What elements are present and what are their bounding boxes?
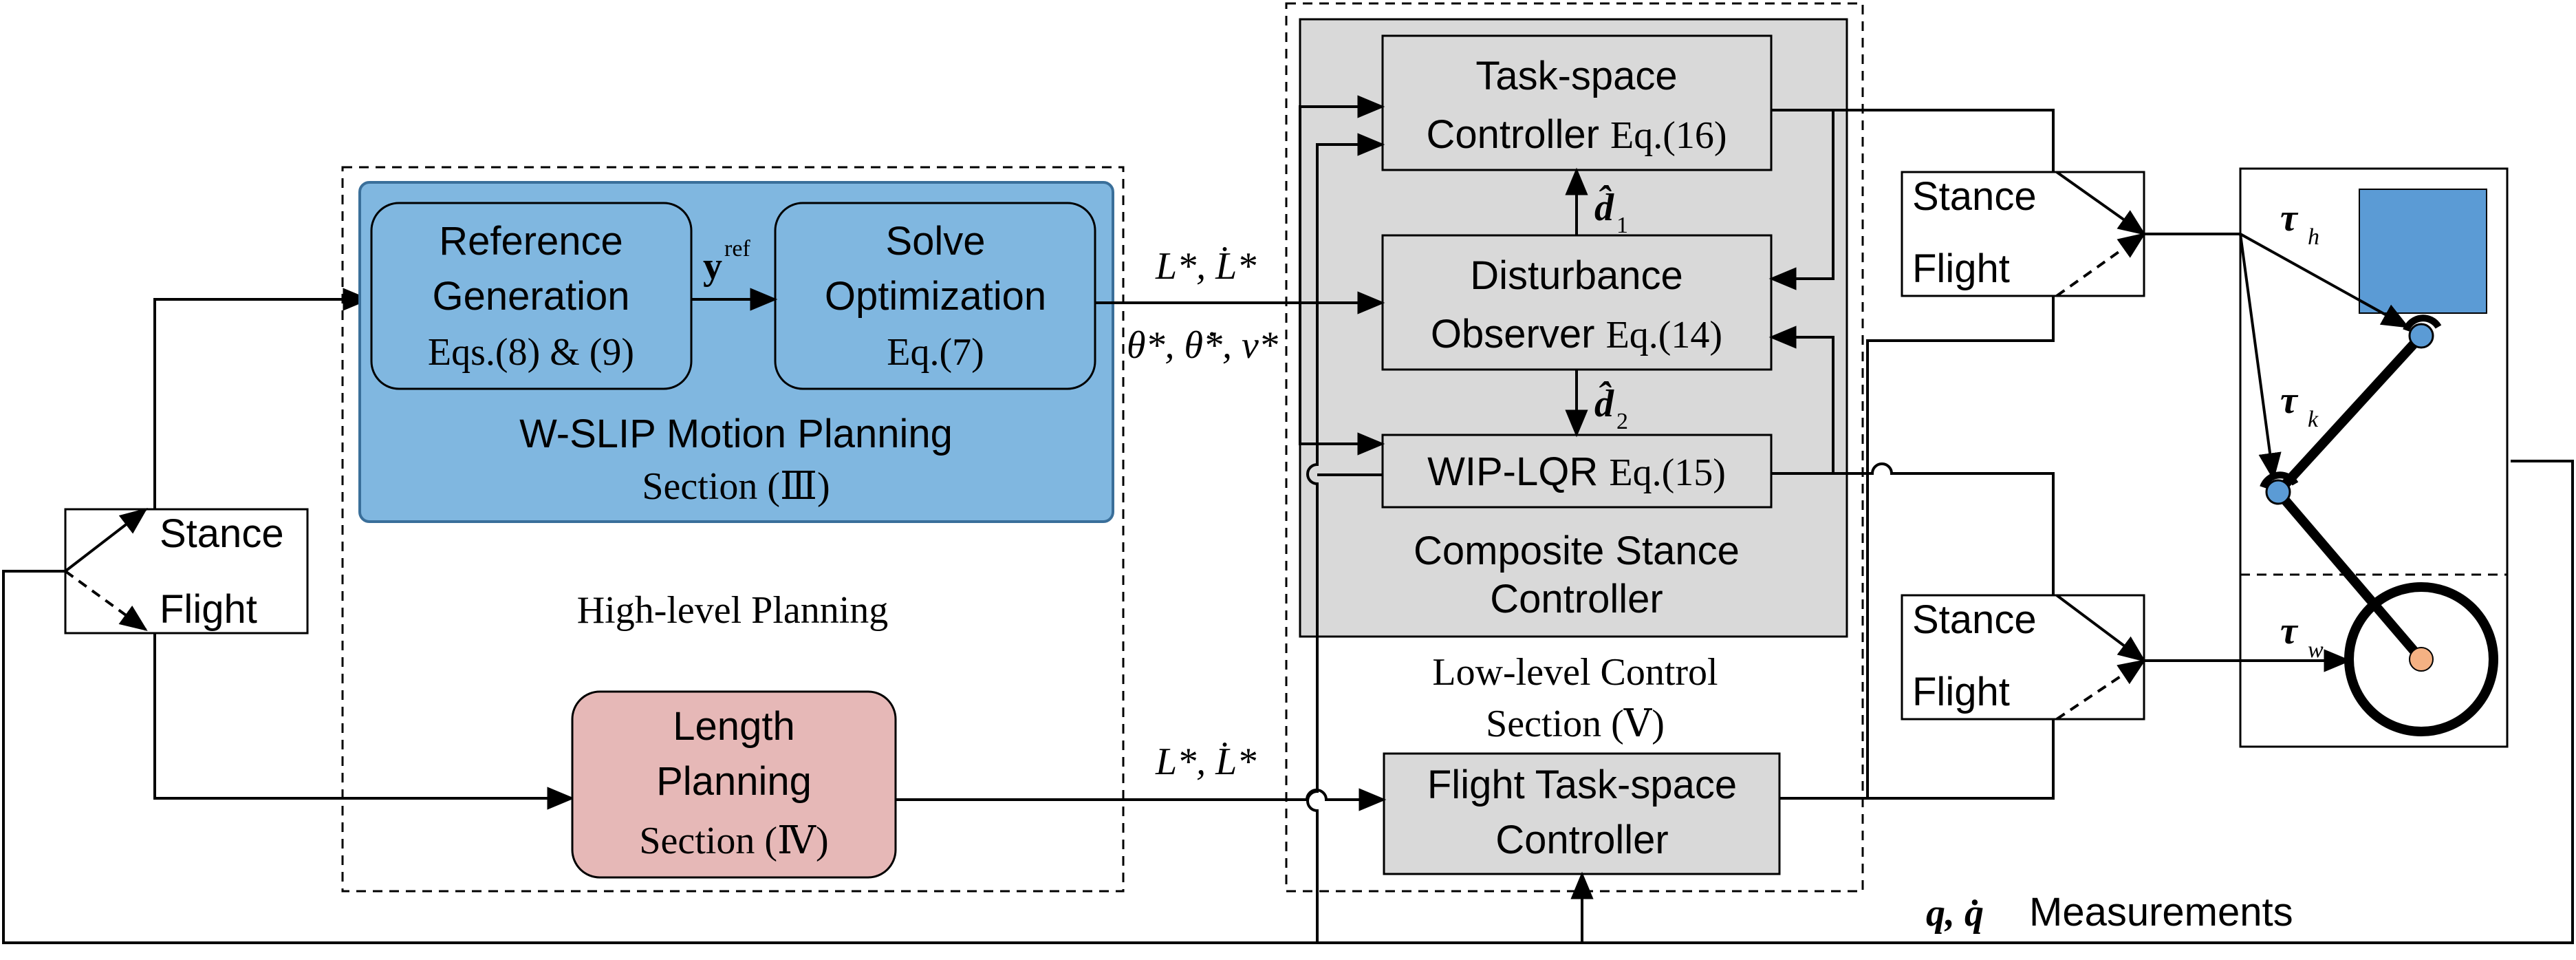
- edge-to-observer-right-2: [1768, 326, 1834, 473]
- signal-wslip-out-top: L*, L̇*: [1155, 245, 1256, 288]
- d1-symbol: d̂: [1594, 184, 1614, 229]
- observer-line1: Disturbance: [1470, 253, 1682, 298]
- tau-k-symbol: τ: [2280, 379, 2299, 422]
- edge-switch-to-reference: [153, 288, 371, 509]
- measurements-label: Measurements: [2029, 890, 2293, 935]
- flight-controller-line2: Controller: [1495, 818, 1668, 862]
- signal-length-out: L*, L̇*: [1155, 740, 1256, 783]
- hip-joint: [2408, 323, 2434, 349]
- wslip-section: Section (Ⅲ): [642, 465, 830, 508]
- high-level-caption: High-level Planning: [577, 589, 889, 632]
- switch-top-right-flight-label: Flight: [1912, 246, 2010, 291]
- wip-lqr-label: WIP-LQR Eq.(15): [1427, 449, 1726, 494]
- length-section: Section (Ⅳ): [639, 820, 828, 862]
- reference-line2: Generation: [433, 274, 630, 319]
- signal-wslip-out-bottom: θ*, θ̇*, v*: [1127, 324, 1278, 367]
- switch-top-right-stance-contact: [2055, 171, 2146, 235]
- composite-stance-controller: Task-space Controller Eq.(16) Disturbanc…: [1299, 18, 1848, 638]
- reference-line1: Reference: [439, 219, 623, 264]
- switch-top-right: Stance Flight: [1901, 171, 2146, 297]
- switch-bottom-right: Stance Flight: [1901, 594, 2146, 721]
- d1-subscript: 1: [1616, 213, 1628, 238]
- switch-left: Stance Flight: [64, 508, 309, 634]
- edge-tau-h: [2240, 233, 2410, 328]
- edge-wip-lqr-to-switch-bottom: [1771, 462, 2055, 595]
- wheel-hub: [2409, 647, 2434, 672]
- feedback-line-left: [2, 460, 2574, 944]
- switch-top-right-stance-label: Stance: [1912, 174, 2037, 219]
- length-planning-block: Length Planning Section (Ⅳ): [571, 690, 897, 879]
- yref-superscript: ref: [724, 236, 750, 262]
- tau-k-subscript: k: [2308, 407, 2319, 432]
- switch-bottom-right-stance-label: Stance: [1912, 597, 2037, 642]
- edge-flight-controller-to-switch-top: [1779, 296, 2055, 800]
- tau-h-subscript: h: [2308, 224, 2319, 250]
- switch-left-stance-contact: [64, 507, 148, 573]
- measurements-symbols: q, q̇: [1926, 892, 1984, 935]
- low-level-caption-line2: Section (Ⅴ): [1486, 703, 1665, 745]
- switch-top-right-flight-contact: [2055, 233, 2146, 297]
- switch-bottom-right-flight-label: Flight: [1912, 670, 2010, 714]
- solve-line2: Optimization: [825, 274, 1046, 319]
- edge-switch-to-length: [153, 633, 575, 810]
- robot-model: [2239, 167, 2509, 748]
- knee-joint: [2265, 479, 2291, 505]
- feedback-to-composite: [1306, 133, 1385, 943]
- edge-flight-controller-to-switch-bottom: [1868, 719, 2055, 800]
- switch-left-stance-label: Stance: [160, 511, 284, 556]
- length-line1: Length: [673, 704, 794, 749]
- edge-task-space-to-switch-top: [1771, 109, 2055, 172]
- d2-subscript: 2: [1616, 409, 1628, 434]
- robot-body: [2359, 189, 2487, 314]
- task-space-line1: Task-space: [1475, 54, 1677, 98]
- tau-h-symbol: τ: [2280, 197, 2299, 239]
- edge-to-observer-right-1: [1768, 110, 1834, 290]
- observer-line2: Observer Eq.(14): [1431, 312, 1722, 356]
- d2-symbol: d̂: [1594, 381, 1614, 425]
- composite-caption-line1: Composite Stance: [1414, 529, 1740, 573]
- wslip-block: Reference Generation Eqs.(8) & (9) Solve…: [358, 181, 1114, 523]
- length-line2: Planning: [656, 759, 812, 804]
- flight-controller-line1: Flight Task-space: [1427, 762, 1737, 807]
- low-level-caption-line1: Low-level Control: [1432, 651, 1718, 694]
- solve-line1: Solve: [885, 219, 985, 264]
- composite-caption-line2: Controller: [1490, 577, 1663, 621]
- switch-left-flight-label: Flight: [160, 587, 257, 632]
- edge-length-to-flight-controller: [896, 788, 1387, 811]
- yref-symbol: y: [703, 245, 722, 288]
- reference-generation-box: [370, 202, 693, 390]
- switch-bottom-right-stance-contact: [2055, 594, 2146, 662]
- task-space-controller-box: [1381, 34, 1773, 171]
- high-level-planning-frame: [341, 166, 1125, 893]
- task-space-line2: Controller Eq.(16): [1426, 112, 1727, 157]
- reference-eq: Eqs.(8) & (9): [428, 331, 634, 374]
- tau-w-symbol: τ: [2280, 610, 2299, 652]
- flight-task-space-controller: Flight Task-space Controller: [1383, 752, 1781, 875]
- wslip-title: W-SLIP Motion Planning: [519, 412, 953, 456]
- tau-w-subscript: w: [2308, 637, 2324, 663]
- switch-bottom-right-flight-contact: [2055, 659, 2146, 721]
- edge-tau-k: [2239, 233, 2282, 481]
- switch-left-flight-contact: [64, 570, 148, 631]
- bus-to-wip-lqr: [1299, 303, 1385, 456]
- solve-eq: Eq.(7): [887, 331, 984, 374]
- bus-to-task-space: [1299, 95, 1385, 303]
